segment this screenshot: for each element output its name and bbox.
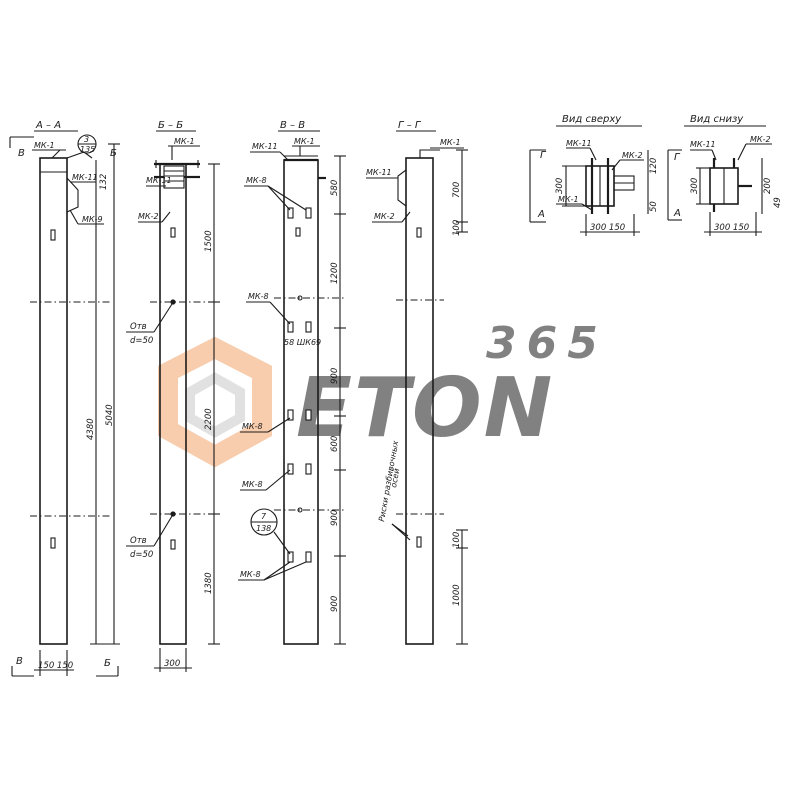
watermark-hexagon-icon bbox=[158, 336, 272, 468]
view-bottom-title: Вид снизу bbox=[690, 114, 744, 125]
view-bottom-dim-200: 200 bbox=[763, 178, 773, 194]
section-vv-dim-580: 580 bbox=[330, 180, 340, 196]
section-bb-dim-1500: 1500 bbox=[204, 230, 214, 252]
section-gg-mark-3: МК-2 bbox=[374, 212, 395, 221]
hole-upper bbox=[170, 299, 176, 305]
section-bb-hole-2-label: Отв bbox=[130, 536, 147, 546]
section-bb-mark-1: МК-1 bbox=[174, 137, 195, 146]
watermark-hexagon-inner-icon bbox=[185, 372, 245, 438]
view-top-dim-50: 50 bbox=[649, 201, 659, 212]
section-vv-dim-900-a: 900 bbox=[330, 368, 340, 384]
view-bottom: Вид снизу Г А МК-11 МК-2 300 200 49 300 … bbox=[667, 114, 783, 236]
view-top-mark-2: МК-2 bbox=[622, 151, 643, 160]
section-bb-mark-2: МК-11 bbox=[146, 176, 172, 185]
section-aa-circle-top: 3 bbox=[84, 135, 89, 144]
section-vv-note: 58 ШК69 bbox=[284, 338, 321, 347]
section-bb-hole-1-diam: d=50 bbox=[130, 336, 153, 346]
view-bottom-dim-49: 49 bbox=[773, 197, 783, 208]
section-bb-hole-2-diam: d=50 bbox=[130, 550, 153, 560]
section-bb-mark-3: МК-2 bbox=[138, 212, 159, 221]
section-vv-circle-bottom: 138 bbox=[256, 524, 271, 533]
section-bb-title: Б – Б bbox=[158, 120, 183, 131]
watermark: 365 ETON bbox=[158, 318, 608, 468]
section-aa-cut-top: В bbox=[18, 148, 25, 159]
section-vv-dim-600: 600 bbox=[330, 436, 340, 452]
view-top-title: Вид сверху bbox=[562, 114, 622, 125]
view-bottom-cut-g: Г bbox=[674, 152, 681, 163]
section-vv-circle-top: 7 bbox=[261, 512, 267, 521]
section-bb-dim-1380: 1380 bbox=[204, 572, 214, 594]
hole-lower bbox=[170, 511, 176, 517]
view-top-cut-a: А bbox=[537, 209, 545, 220]
section-gg-mark-1: МК-1 bbox=[440, 138, 461, 147]
view-top-dim-width: 300 150 bbox=[590, 223, 625, 233]
view-top-mark-3: МК-1 bbox=[558, 195, 579, 204]
section-gg-note-line2: осей bbox=[389, 468, 401, 489]
view-bottom-mark-1: МК-11 bbox=[690, 140, 716, 149]
section-aa-cut-b-top: Б bbox=[110, 148, 117, 159]
section-bb-hole-1-label: Отв bbox=[130, 322, 147, 332]
section-aa: А – А В 3 135 МК-1 МК-11 МК-9 132 4380 5… bbox=[9, 120, 120, 677]
section-vv-dim-900-c: 900 bbox=[330, 596, 340, 612]
section-bb: Б – Б МК-1 МК-11 МК-2 Отв d=50 Отв d=50 bbox=[126, 120, 220, 672]
column-aa bbox=[39, 157, 68, 645]
section-vv: В – В МК-11 МК-1 МК-8 МК-8 58 ШК69 МК-8 … bbox=[238, 120, 346, 645]
section-vv-mark-1: МК-11 bbox=[252, 142, 278, 151]
view-bottom-dim-width: 300 150 bbox=[714, 223, 749, 233]
section-aa-cut-bottom: В bbox=[16, 656, 23, 667]
section-aa-mark-2: МК-11 bbox=[72, 173, 98, 182]
view-bottom-cut-a: А bbox=[673, 208, 681, 219]
section-vv-dim-1200: 1200 bbox=[330, 262, 340, 284]
section-aa-dim-4380: 4380 bbox=[86, 418, 96, 440]
section-aa-width-dim: 150 150 bbox=[38, 661, 73, 671]
section-aa-cut-b-bottom: Б bbox=[104, 658, 111, 669]
view-top-mark-1: МК-11 bbox=[566, 139, 592, 148]
section-aa-mark-3: МК-9 bbox=[82, 215, 103, 224]
watermark-digits: 365 bbox=[486, 318, 608, 369]
section-aa-mark-1: МК-1 bbox=[34, 141, 55, 150]
section-bb-dim-2200: 2200 bbox=[204, 408, 214, 430]
section-aa-circle-bottom: 135 bbox=[80, 145, 95, 154]
section-vv-mark-2: МК-1 bbox=[294, 137, 315, 146]
section-aa-dim-132: 132 bbox=[99, 174, 109, 190]
section-vv-title: В – В bbox=[280, 120, 305, 131]
section-gg-dim-100-bottom: 100 bbox=[452, 532, 462, 548]
section-vv-mark-3: МК-8 bbox=[246, 176, 267, 185]
view-top-dim-120: 120 bbox=[649, 158, 659, 174]
section-gg-mark-2: МК-11 bbox=[366, 168, 392, 177]
view-bottom-mark-2: МК-2 bbox=[750, 135, 771, 144]
section-vv-mark-5: МК-8 bbox=[242, 422, 263, 431]
section-aa-dim-5040: 5040 bbox=[105, 404, 115, 426]
section-vv-mark-6: МК-8 bbox=[242, 480, 263, 489]
view-bottom-dim-300: 300 bbox=[690, 178, 700, 194]
section-vv-mark-7: МК-8 bbox=[240, 570, 261, 579]
view-top-dim-300: 300 bbox=[555, 178, 565, 194]
section-bb-width-dim: 300 bbox=[164, 659, 180, 669]
section-vv-dim-900-b: 900 bbox=[330, 510, 340, 526]
watermark-word: ETON bbox=[296, 361, 554, 456]
view-top-cut-g: Г bbox=[540, 150, 547, 161]
section-aa-title: А – А bbox=[35, 120, 61, 131]
section-gg-title: Г – Г bbox=[398, 120, 422, 131]
section-gg-dim-700: 700 bbox=[452, 182, 462, 198]
section-gg-dim-100-top: 100 bbox=[452, 220, 462, 236]
section-gg-dim-1000: 1000 bbox=[452, 584, 462, 606]
view-top: Вид сверху Г А МК-11 МК-2 МК-1 300 120 5… bbox=[529, 114, 659, 236]
section-vv-mark-4: МК-8 bbox=[248, 292, 269, 301]
